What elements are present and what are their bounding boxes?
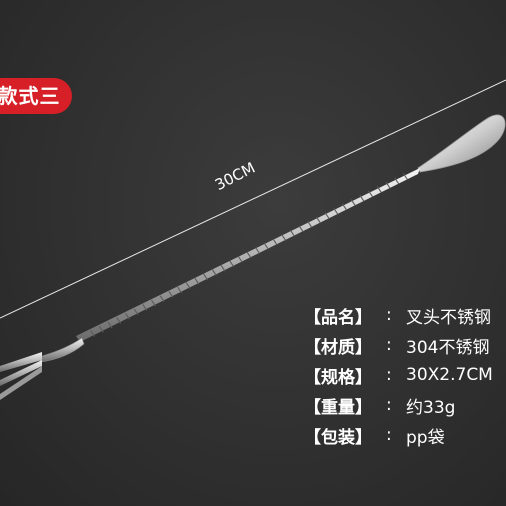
shaft-twist	[220, 264, 226, 272]
shaft-twist	[394, 177, 400, 185]
spec-value: 304不锈钢	[406, 337, 490, 358]
spec-row-material: 【材质】 : 304不锈钢	[304, 330, 506, 360]
shaft-twist	[246, 251, 252, 259]
shaft-twist	[159, 295, 165, 302]
shaft-twist	[263, 242, 269, 250]
shaft-twist	[90, 330, 96, 337]
dimension-line	[0, 79, 506, 319]
fork-tine-3	[0, 366, 42, 400]
spec-row-packaging: 【包装】 : pp袋	[304, 420, 506, 450]
spoon-bowl	[417, 114, 506, 173]
fork-neck	[39, 337, 85, 363]
spec-label: 【材质】	[304, 337, 372, 358]
shaft-twist	[298, 225, 304, 233]
spec-value: pp袋	[406, 427, 445, 448]
shaft-twist	[316, 216, 321, 224]
shaft-twist	[289, 229, 295, 237]
spec-separator: :	[386, 305, 392, 325]
spec-separator: :	[386, 335, 392, 355]
shaft-twist	[333, 208, 339, 215]
spec-label: 【包装】	[304, 427, 372, 448]
fork-tine-1	[0, 352, 42, 372]
spec-row-size: 【规格】 : 30X2.7CM	[304, 360, 506, 390]
shaft-twist	[350, 199, 356, 206]
shaft-twist	[376, 186, 382, 193]
shaft-twist	[203, 273, 209, 281]
shaft-twist	[107, 321, 113, 329]
spec-label: 【品名】	[304, 307, 372, 328]
shaft-twist	[281, 234, 287, 241]
shaft-twist	[368, 190, 374, 198]
spec-value: 叉头不锈钢	[406, 307, 491, 328]
shaft-twist	[402, 173, 408, 180]
shaft-twist	[255, 247, 261, 254]
shaft-twist	[124, 312, 130, 320]
shaft-twist	[142, 304, 148, 311]
spec-row-name: 【品名】 : 叉头不锈钢	[304, 300, 506, 330]
shaft-twist	[194, 277, 200, 285]
spec-value: 约33g	[406, 397, 456, 418]
shaft-twists	[90, 173, 408, 337]
shaft-twist	[272, 238, 278, 246]
shaft-twist	[359, 194, 365, 202]
shaft-twist	[151, 299, 156, 307]
shaft-twist	[116, 317, 122, 324]
fork-tine-2	[0, 360, 42, 386]
style-badge: 款式三	[0, 78, 72, 114]
spec-separator: :	[386, 425, 392, 445]
shaft-twist	[211, 269, 217, 276]
shaft-twist	[133, 308, 139, 316]
shaft-twist	[229, 260, 235, 268]
shaft-twist	[324, 212, 330, 219]
shaft-twist	[168, 291, 174, 298]
spec-value: 30X2.7CM	[406, 365, 493, 385]
shaft-twist	[98, 325, 104, 333]
spec-separator: :	[386, 395, 392, 415]
shaft-twist	[185, 282, 191, 289]
shaft-twist	[177, 286, 182, 294]
shaft-twist	[237, 256, 243, 263]
spec-list: 【品名】 : 叉头不锈钢 【材质】 : 304不锈钢 【规格】 : 30X2.7…	[304, 300, 506, 450]
spec-label: 【重量】	[304, 397, 372, 418]
spec-separator: :	[386, 365, 392, 385]
shaft-twist	[342, 203, 347, 211]
spec-label: 【规格】	[304, 367, 372, 388]
shaft-twist	[385, 181, 391, 189]
spec-row-weight: 【重量】 : 约33g	[304, 390, 506, 420]
shaft-twist	[307, 221, 313, 228]
